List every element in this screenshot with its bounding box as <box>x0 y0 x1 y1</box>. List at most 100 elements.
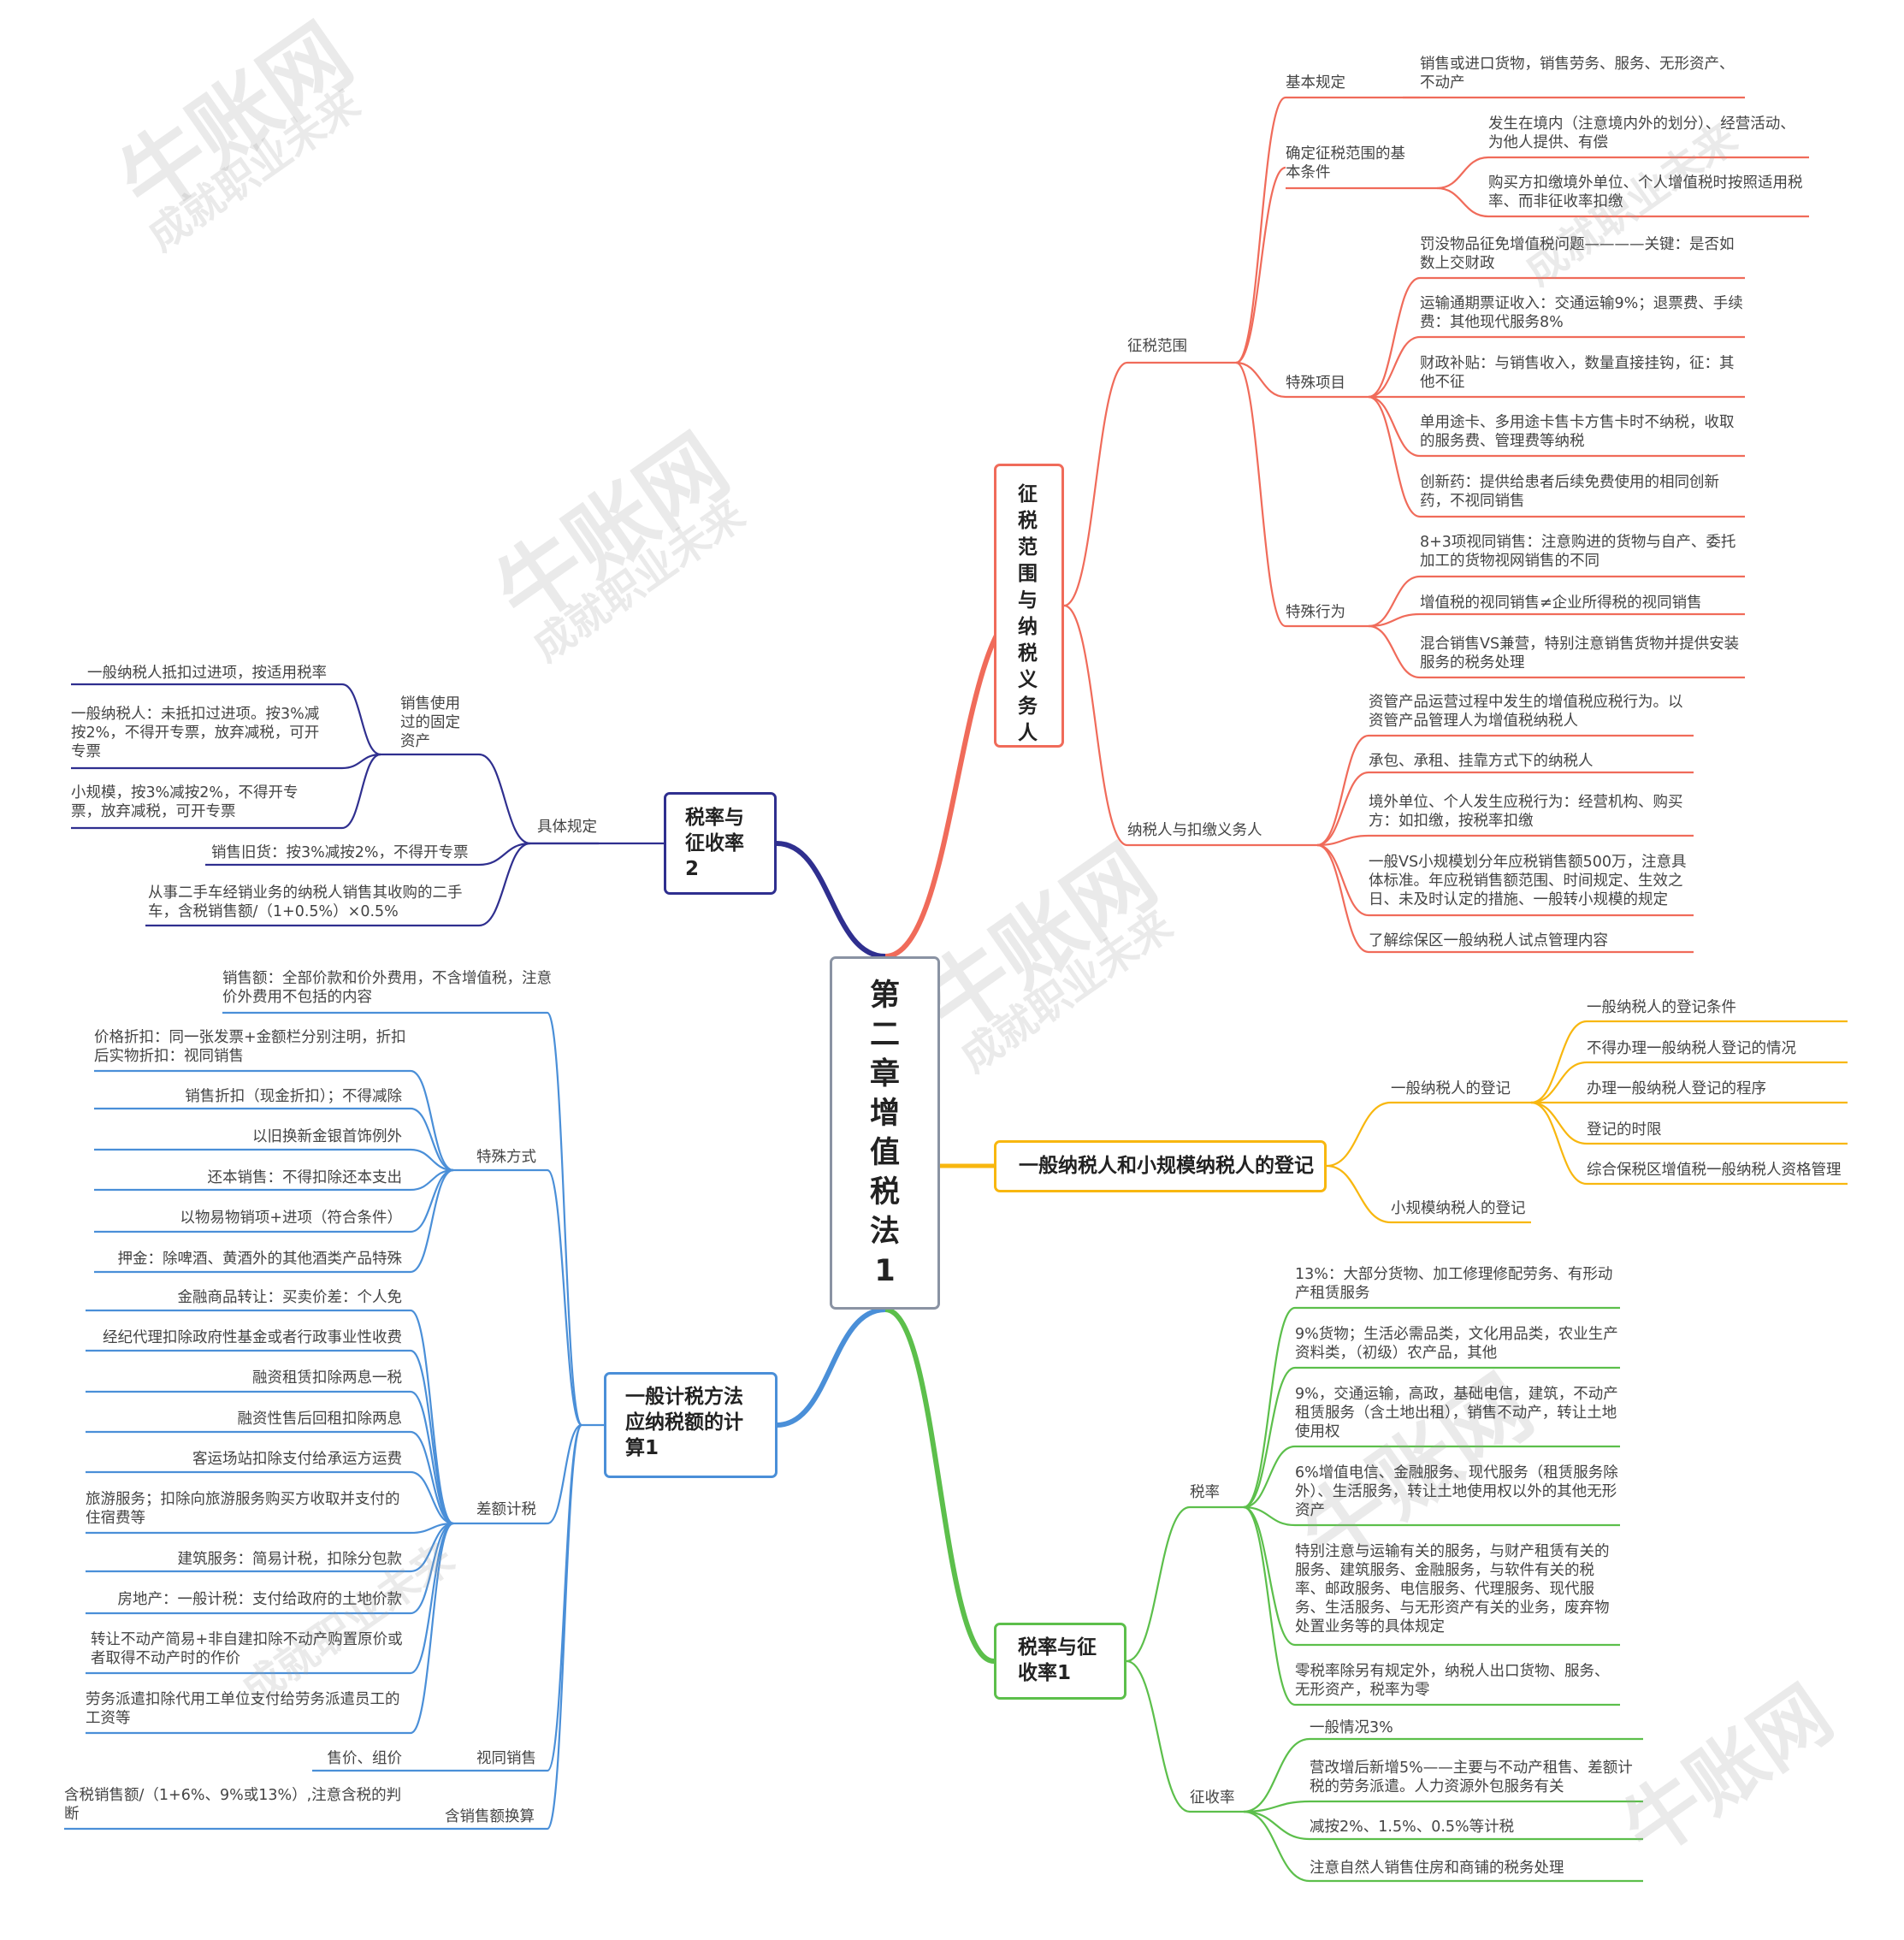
leaf[interactable]: 运输通期票证收入：交通运输9%；退票费、手续费：其他现代服务8% <box>1420 295 1743 331</box>
connector <box>546 1168 583 1427</box>
connector <box>1316 771 1369 847</box>
connector <box>1368 335 1421 399</box>
connector <box>1243 1366 1296 1509</box>
branch-rate1[interactable]: 税率与征收率1 <box>994 1623 1126 1700</box>
leaf[interactable]: 登记的时限 <box>1587 1121 1662 1139</box>
node-special-items[interactable]: 特殊项目 <box>1286 375 1345 392</box>
leaf[interactable]: 从事二手车经销业务的纳税人销售其收购的二手车，含税销售额/（1+0.5%）×0.… <box>148 884 463 920</box>
branch-scope[interactable]: 征税范围与纳税义务人 <box>994 464 1064 748</box>
connector <box>341 753 381 830</box>
node-fixed-assets[interactable]: 销售使用过的固定资产 <box>400 695 460 750</box>
leaf[interactable]: 8+3项视同销售：注意购进的货物与自产、委托加工的货物视网销售的不同 <box>1420 534 1736 570</box>
connector <box>1126 1505 1191 1663</box>
leaf[interactable]: 境外单位、个人发生应税行为：经营机构、购买方：如扣缴，按税率扣缴 <box>1369 794 1683 830</box>
leaf[interactable]: 一般纳税人：未抵扣过进项。按3%减按2%，不得开专票，放弃减税，可开专票 <box>71 706 320 760</box>
leaf[interactable]: 减按2%、1.5%、0.5%等计税 <box>1310 1819 1515 1836</box>
node-special-acts[interactable]: 特殊行为 <box>1286 604 1345 621</box>
leaf[interactable]: 含税销售额/（1+6%、9%或13%）,注意含税的判断 <box>64 1787 402 1823</box>
leaf[interactable]: 房地产：一般计税：支付给政府的土地价款 <box>117 1591 403 1608</box>
leaf[interactable]: 综合保税区增值税一般纳税人资格管理 <box>1587 1162 1842 1179</box>
connector <box>410 1470 454 1525</box>
leaf[interactable]: 劳务派遣扣除代用工单位支付给劳务派遣员工的工资等 <box>86 1691 400 1727</box>
leaf[interactable]: 经纪代理扣除政府性基金或者行政事业性收费 <box>103 1329 402 1346</box>
leaf[interactable]: 购买方扣缴境外单位、个人增值税时按照适用税率、而非征收率扣缴 <box>1488 174 1803 210</box>
connector <box>1235 166 1286 364</box>
connector <box>1243 1810 1310 1841</box>
leaf[interactable]: 转让不动产简易+非自建扣除不动产购置原价或者取得不动产时的作价 <box>91 1631 403 1667</box>
leaf[interactable]: 以旧换新金银首饰例外 <box>252 1128 402 1145</box>
node-conditions[interactable]: 确定征税范围的基本条件 <box>1286 145 1405 181</box>
connector <box>1316 843 1369 954</box>
leaf[interactable]: 特别注意与运输有关的服务，与财产租赁有关的服务、建筑服务、金融服务，与软件有关的… <box>1295 1543 1610 1635</box>
connector <box>410 1430 454 1525</box>
branch-calc[interactable]: 一般计税方法应纳税额的计算1 <box>604 1372 778 1478</box>
connector <box>1243 1800 1310 1813</box>
leaf[interactable]: 注意自然人销售住房和商铺的税务处理 <box>1310 1860 1564 1877</box>
leaf[interactable]: 13%：大部分货物、加工修理修配劳务、有形动产租赁服务 <box>1295 1266 1613 1302</box>
node-rules[interactable]: 具体规定 <box>537 819 597 836</box>
node-taxinc[interactable]: 含销售额换算 <box>445 1808 535 1825</box>
leaf[interactable]: 一般情况3% <box>1310 1719 1393 1736</box>
leaf[interactable]: 以物易物销项+进项（符合条件） <box>180 1210 402 1227</box>
node-basic[interactable]: 基本规定 <box>1286 74 1345 92</box>
leaf[interactable]: 还本销售：不得扣除还本支出 <box>207 1169 403 1186</box>
leaf[interactable]: 混合销售VS兼营，特别注意销售货物并提供安装服务的税务处理 <box>1420 636 1740 671</box>
leaf[interactable]: 建筑服务：简易计税，扣除分包款 <box>177 1551 403 1568</box>
leaf[interactable]: 9%，交通运输，高政，基础电信，建筑，不动产租赁服务（含土地出租），销售不动产，… <box>1295 1386 1618 1440</box>
branch-rate2-label: 税率与征收率2 <box>685 807 744 880</box>
leaf[interactable]: 押金：除啤酒、黄酒外的其他酒类产品特殊 <box>117 1251 403 1268</box>
leaf[interactable]: 罚没物品征免增值税问题————关键：是否如数上交财政 <box>1420 236 1735 272</box>
node-small-reg[interactable]: 小规模纳税人的登记 <box>1391 1200 1526 1217</box>
connector <box>410 1168 454 1274</box>
node-rates[interactable]: 税率 <box>1190 1484 1220 1501</box>
leaf[interactable]: 一般纳税人抵扣过进项，按适用税率 <box>87 665 327 682</box>
connector <box>341 683 381 756</box>
connector <box>1063 604 1128 847</box>
leaf[interactable]: 6%增值电信、金融服务、现代服务（租赁服务除外）、生活服务，转让土地使用权以外的… <box>1295 1464 1618 1519</box>
connector <box>410 1148 454 1172</box>
leaf[interactable]: 小规模，按3%减按2%，不得开专票，放弃减税，可开专票 <box>71 784 299 820</box>
leaf[interactable]: 旅游服务；扣除向旅游服务购买方收取并支付的住宿费等 <box>86 1491 400 1527</box>
leaf[interactable]: 销售折扣（现金折扣）；不得减除 <box>185 1088 402 1105</box>
leaf[interactable]: 9%货物；生活必需品类，文化用品类，农业生产资料类，（初级）农产品，其他 <box>1295 1326 1618 1362</box>
leaf[interactable]: 资管产品运营过程中发生的增值税应税行为。以资管产品管理人为增值税纳税人 <box>1369 694 1683 730</box>
node-difference[interactable]: 差额计税 <box>476 1501 536 1518</box>
connector <box>1530 1101 1588 1145</box>
node-general-reg[interactable]: 一般纳税人的登记 <box>1391 1080 1511 1097</box>
leaf[interactable]: 价格折扣：同一张发票+金额栏分别注明，折扣后实物折扣：视同销售 <box>94 1029 406 1065</box>
leaf[interactable]: 一般纳税人的登记条件 <box>1587 999 1736 1016</box>
leaf[interactable]: 单用途卡、多用途卡售卡方售卡时不纳税，收取的服务费、管理费等纳税 <box>1420 414 1735 450</box>
branch-rate2[interactable]: 税率与征收率2 <box>664 792 777 895</box>
node-special[interactable]: 特殊方式 <box>476 1149 536 1166</box>
connector <box>410 1390 454 1525</box>
node-deemed[interactable]: 视同销售 <box>476 1750 536 1767</box>
leaf[interactable]: 不得办理一般纳税人登记的情况 <box>1587 1040 1796 1057</box>
leaf[interactable]: 融资租赁扣除两息一税 <box>252 1369 402 1387</box>
connector <box>478 753 531 845</box>
node-range[interactable]: 征税范围 <box>1127 338 1187 355</box>
leaf[interactable]: 销售额：全部价款和价外费用，不含增值税，注意价外费用不包括的内容 <box>222 970 552 1006</box>
leaf[interactable]: 创新药：提供给患者后续免费使用的相同创新药，不视同销售 <box>1420 474 1719 510</box>
leaf[interactable]: 财政补贴：与销售收入，数量直接挂钩，征：其他不征 <box>1420 355 1735 391</box>
leaf[interactable]: 客运场站扣除支付给承运方运费 <box>192 1451 402 1468</box>
root-topic[interactable]: 第二章增值税法1 <box>830 956 940 1310</box>
branch-rate1-label: 税率与征收率1 <box>1018 1636 1097 1684</box>
connector <box>410 1069 454 1172</box>
leaf[interactable]: 金融商品转让：买卖价差：个人免 <box>177 1289 403 1306</box>
node-taxpayer[interactable]: 纳税人与扣缴义务人 <box>1127 822 1262 839</box>
node-levy[interactable]: 征收率 <box>1190 1789 1235 1807</box>
leaf[interactable]: 承包、承租、挂靠方式下的纳税人 <box>1369 753 1594 770</box>
leaf[interactable]: 售价、组价 <box>327 1750 403 1767</box>
leaf[interactable]: 销售旧货：按3%减按2%，不得开专票 <box>211 844 469 861</box>
connector <box>884 1307 995 1664</box>
leaf[interactable]: 零税率除另有规定外，纳税人出口货物、服务、无形资产，税率为零 <box>1295 1663 1610 1699</box>
branch-registration[interactable]: 一般纳税人和小规模纳税人的登记 <box>994 1140 1327 1192</box>
leaf[interactable]: 了解综保区一般纳税人试点管理内容 <box>1369 932 1608 949</box>
leaf[interactable]: 销售或进口货物，销售劳务、服务、无形资产、不动产 <box>1420 56 1735 92</box>
leaf[interactable]: 融资性售后回租扣除两息 <box>237 1411 403 1428</box>
leaf[interactable]: 办理一般纳税人登记的程序 <box>1587 1080 1766 1097</box>
leaf[interactable]: 发生在境内（注意境内外的划分）、经营活动、为他人提供、有偿 <box>1488 115 1795 151</box>
leaf[interactable]: 增值税的视同销售≠企业所得税的视同销售 <box>1420 594 1702 612</box>
leaf[interactable]: 营改增后新增5%——主要与不动产租售、差额计税的劳务派遣。人力资源外包服务有关 <box>1310 1760 1633 1795</box>
leaf[interactable]: 一般VS小规模划分年应税销售额500万，注意具体标准。年应税销售额范围、时间规定… <box>1369 854 1687 908</box>
